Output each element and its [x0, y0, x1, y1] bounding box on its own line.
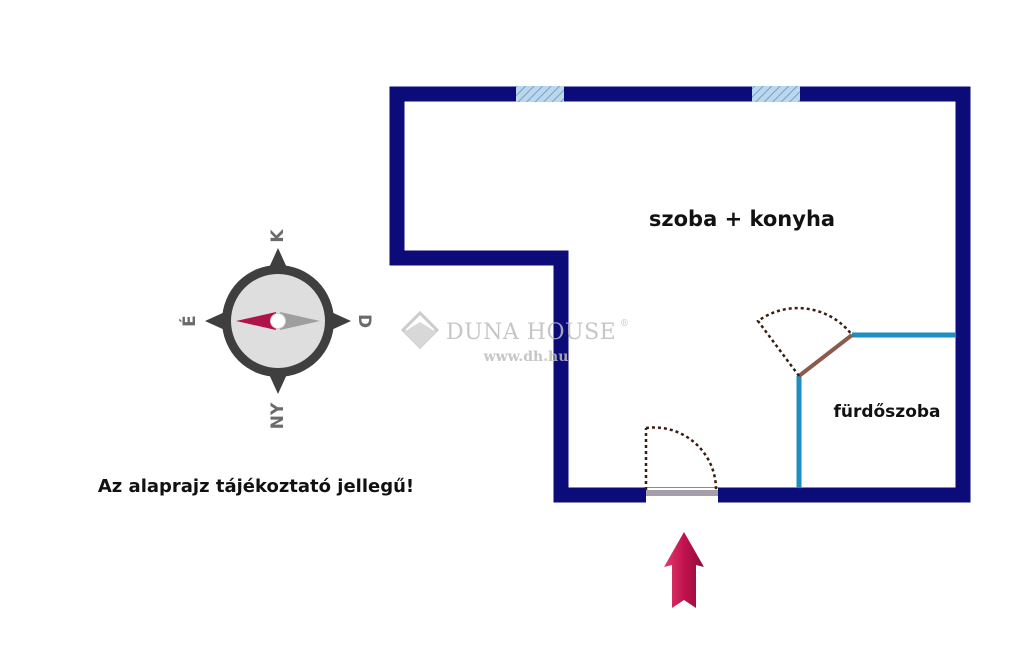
entrance-threshold — [646, 490, 718, 496]
entrance-door — [644, 426, 718, 491]
watermark-brand: DUNA HOUSE — [446, 320, 616, 345]
watermark-url: www.dh.hu — [483, 349, 569, 365]
room-label-main: szoba + konyha — [649, 207, 835, 231]
compass-label-ny: NY — [268, 402, 288, 429]
duna-house-logo-icon — [400, 310, 440, 350]
disclaimer-text: Az alaprajz tájékoztató jellegű! — [98, 476, 414, 497]
window — [752, 86, 800, 102]
outer-wall — [389, 86, 971, 503]
bathroom-door-leaf — [797, 333, 854, 378]
compass-label-e: É — [178, 315, 200, 327]
room-label-bathroom: fürdőszoba — [833, 402, 940, 422]
bathroom-walls — [796, 332, 956, 488]
compass-label-k: K — [268, 229, 288, 243]
compass-label-d: D — [354, 314, 374, 328]
watermark-registered: ® — [620, 319, 629, 329]
compass-needle-east — [280, 312, 320, 330]
watermark: DUNA HOUSE ® www.dh.hu — [400, 310, 629, 365]
window — [516, 86, 564, 102]
entrance-arrow-icon — [664, 532, 704, 608]
compass-icon — [205, 248, 351, 394]
compass-needle-west — [236, 312, 276, 330]
